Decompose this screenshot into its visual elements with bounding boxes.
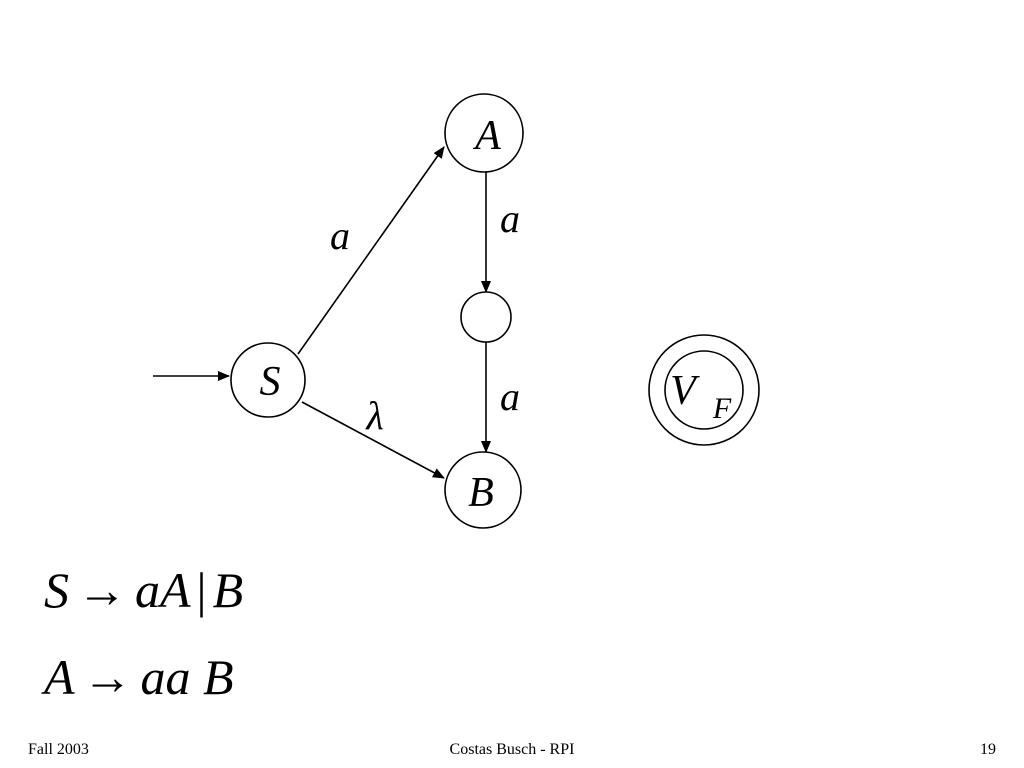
edge-s-to-a [297, 146, 445, 355]
rule-1-arrow: → [77, 562, 127, 618]
state-a [444, 93, 524, 173]
edge-a-to-intermediate-label: a [500, 196, 520, 241]
rule-1-rhs-1: aA [135, 562, 191, 618]
edge-s-to-b-label: λ [365, 393, 383, 438]
state-s [230, 342, 306, 418]
footer-page-number: 19 [980, 741, 996, 758]
state-final-label: V [670, 368, 700, 414]
rule-1-rhs-2: B [212, 562, 244, 618]
state-s-label: S [260, 359, 281, 405]
state-a-label: A [472, 113, 501, 159]
grammar-rule-2: A→aa B [44, 652, 234, 702]
rule-2-rhs: aa B [140, 649, 234, 705]
edge-s-to-a-label: a [330, 213, 350, 258]
rule-2-arrow: → [82, 649, 133, 705]
rule-1-separator: | [196, 562, 207, 618]
state-final-inner [664, 350, 744, 430]
rule-2-lhs: A [44, 649, 75, 705]
state-b [444, 451, 522, 529]
state-intermediate [460, 291, 512, 343]
footer-author: Costas Busch - RPI [449, 741, 575, 758]
edge-s-to-b [301, 401, 445, 479]
rule-1-lhs: S [44, 562, 69, 618]
state-final-subscript: F [712, 392, 732, 425]
footer-date: Fall 2003 [28, 741, 89, 758]
edge-intermediate-to-b-label: a [500, 374, 520, 419]
grammar-rule-1: S→aA|B [44, 565, 243, 615]
state-b-label: B [468, 470, 494, 516]
